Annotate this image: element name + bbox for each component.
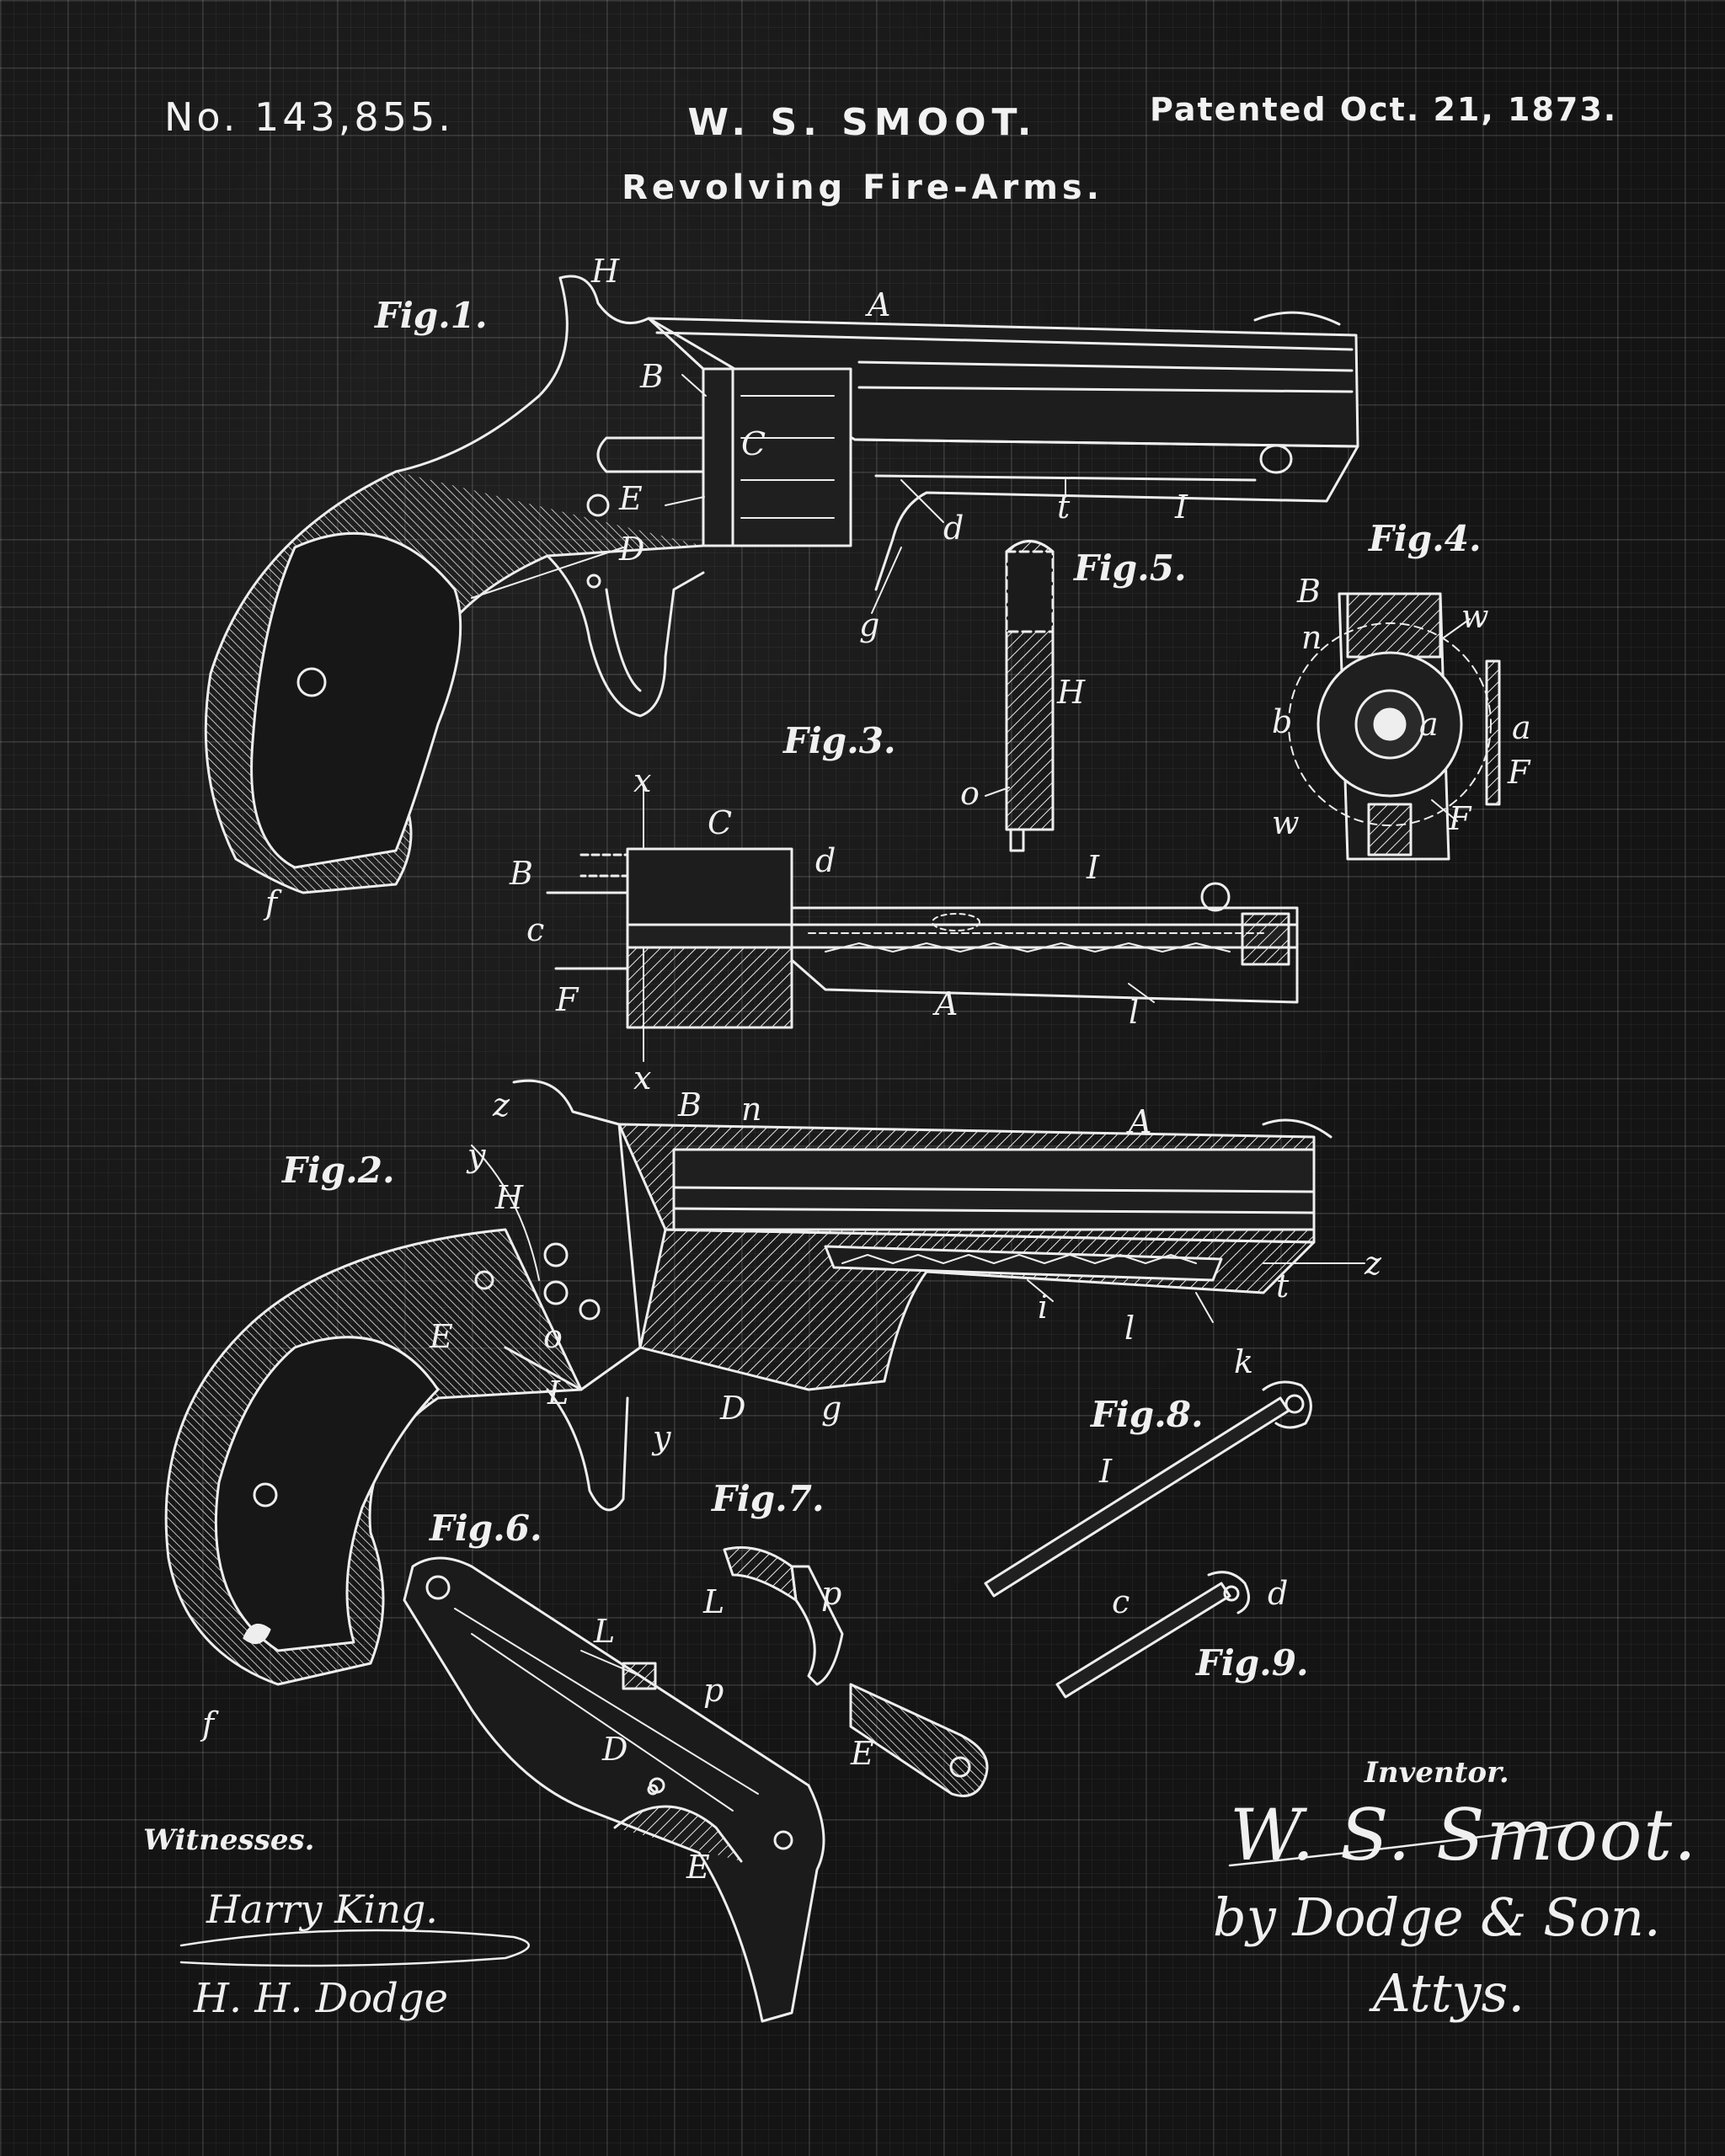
ref-letter: L	[594, 1613, 616, 1650]
ref-letter: D	[602, 1731, 628, 1768]
fig7-parts-drawing	[723, 1546, 989, 1797]
ref-letter: H	[591, 253, 620, 290]
fig2-pistol-section-drawing	[164, 1079, 1365, 1686]
ref-letter: A	[935, 985, 959, 1022]
witness-signature-2: H. H. Dodge	[194, 1975, 448, 2022]
ref-letter: C	[708, 804, 733, 841]
ref-letter: F	[556, 981, 579, 1018]
ref-letter: E	[430, 1318, 453, 1355]
signature-underline	[1228, 1822, 1585, 1867]
ref-letter: z	[1365, 1245, 1382, 1282]
ref-letter: B	[510, 855, 533, 892]
ref-letter: E	[851, 1735, 874, 1772]
fig9-label: Fig.9.	[1196, 1642, 1309, 1684]
ref-letter: D	[619, 531, 645, 568]
fig8-label: Fig.8.	[1091, 1394, 1204, 1435]
fig5-pin-drawing	[985, 540, 1055, 852]
ref-letter: p	[703, 1672, 724, 1709]
ref-letter: D	[720, 1390, 746, 1427]
ref-letter: H	[1057, 674, 1086, 711]
ref-letter: o	[543, 1318, 563, 1355]
ref-letter: a	[1419, 706, 1439, 743]
fig1-label: Fig.1.	[375, 295, 488, 336]
ref-letter: f	[265, 884, 278, 921]
ref-letter: t	[1057, 488, 1071, 526]
patent-date: Patented Oct. 21, 1873.	[1150, 91, 1618, 128]
ref-letter: I	[1175, 488, 1188, 526]
ref-letter: k	[1234, 1343, 1254, 1380]
ref-letter: l	[1124, 1310, 1135, 1347]
fig3-section-drawing	[546, 787, 1299, 1062]
ref-letter: B	[678, 1086, 702, 1123]
attorney-line: by Dodge & Son.	[1213, 1886, 1661, 1948]
ref-letter: F	[1508, 754, 1530, 791]
ref-letter: d	[943, 510, 964, 547]
ref-letter: p	[821, 1575, 842, 1612]
ref-letter: A	[868, 286, 891, 323]
ref-letter: n	[741, 1091, 762, 1128]
ref-letter: y	[653, 1419, 671, 1456]
ref-letter: x	[633, 762, 652, 799]
ref-letter: w	[1272, 804, 1300, 841]
witnesses-label: Witnesses.	[143, 1823, 315, 1857]
fig6-lock-plate-drawing	[403, 1556, 825, 2023]
ref-letter: b	[1272, 703, 1293, 740]
ref-letter: B	[640, 358, 664, 395]
witness-signature-1: Harry King.	[206, 1886, 438, 1932]
ref-letter: f	[202, 1705, 215, 1742]
ref-letter: d	[815, 842, 836, 879]
ref-letter: L	[547, 1374, 569, 1412]
inventor-name: W. S. SMOOT.	[687, 101, 1038, 144]
inventor-label: Inventor.	[1365, 1756, 1509, 1790]
ref-letter: B	[1297, 573, 1321, 610]
ref-letter: l	[1129, 994, 1140, 1031]
fig5-label: Fig.5.	[1074, 547, 1187, 589]
ref-letter: g	[821, 1390, 842, 1427]
ref-letter: I	[1087, 849, 1100, 886]
ref-letter: z	[493, 1086, 510, 1123]
witness-flourish	[179, 1929, 531, 1967]
ref-letter: t	[1276, 1267, 1290, 1305]
ref-letter: E	[686, 1849, 710, 1886]
ref-letter: y	[467, 1137, 486, 1174]
fig4-label: Fig.4.	[1369, 518, 1482, 559]
ref-letter: F	[1449, 800, 1471, 837]
patent-number: No. 143,855.	[164, 94, 454, 140]
ref-letter: c	[1112, 1583, 1130, 1620]
ref-letter: x	[633, 1059, 652, 1097]
ref-letter: g	[859, 606, 880, 643]
ref-letter: o	[960, 775, 980, 812]
ref-letter: C	[741, 425, 766, 462]
fig7-label: Fig.7.	[712, 1478, 825, 1519]
fig2-label: Fig.2.	[282, 1150, 395, 1191]
fig4-cylinder-end-drawing	[1288, 592, 1501, 861]
ref-letter: w	[1461, 598, 1489, 635]
fig1-pistol-drawing	[204, 275, 1359, 894]
ref-letter: E	[619, 480, 643, 517]
fig3-label: Fig.3.	[783, 720, 896, 761]
patent-title: Revolving Fire-Arms.	[622, 168, 1103, 207]
ref-letter: L	[703, 1583, 725, 1620]
ref-letter: I	[1099, 1453, 1113, 1490]
ref-letter: d	[1268, 1575, 1289, 1612]
ref-letter: A	[1129, 1103, 1152, 1140]
ref-letter: n	[1301, 619, 1322, 656]
fig6-label: Fig.6.	[430, 1508, 542, 1549]
ref-letter: H	[495, 1179, 524, 1216]
inventor-signature: W. S. Smoot.	[1230, 1794, 1698, 1876]
ref-letter: a	[1512, 709, 1531, 746]
ref-letter: i	[1038, 1289, 1049, 1326]
fig9-rod-drawing	[1055, 1571, 1250, 1699]
ref-letter: c	[526, 911, 545, 948]
attorney-abbreviation: Attys.	[1373, 1962, 1525, 2024]
fig8-rod-drawing	[984, 1380, 1312, 1598]
